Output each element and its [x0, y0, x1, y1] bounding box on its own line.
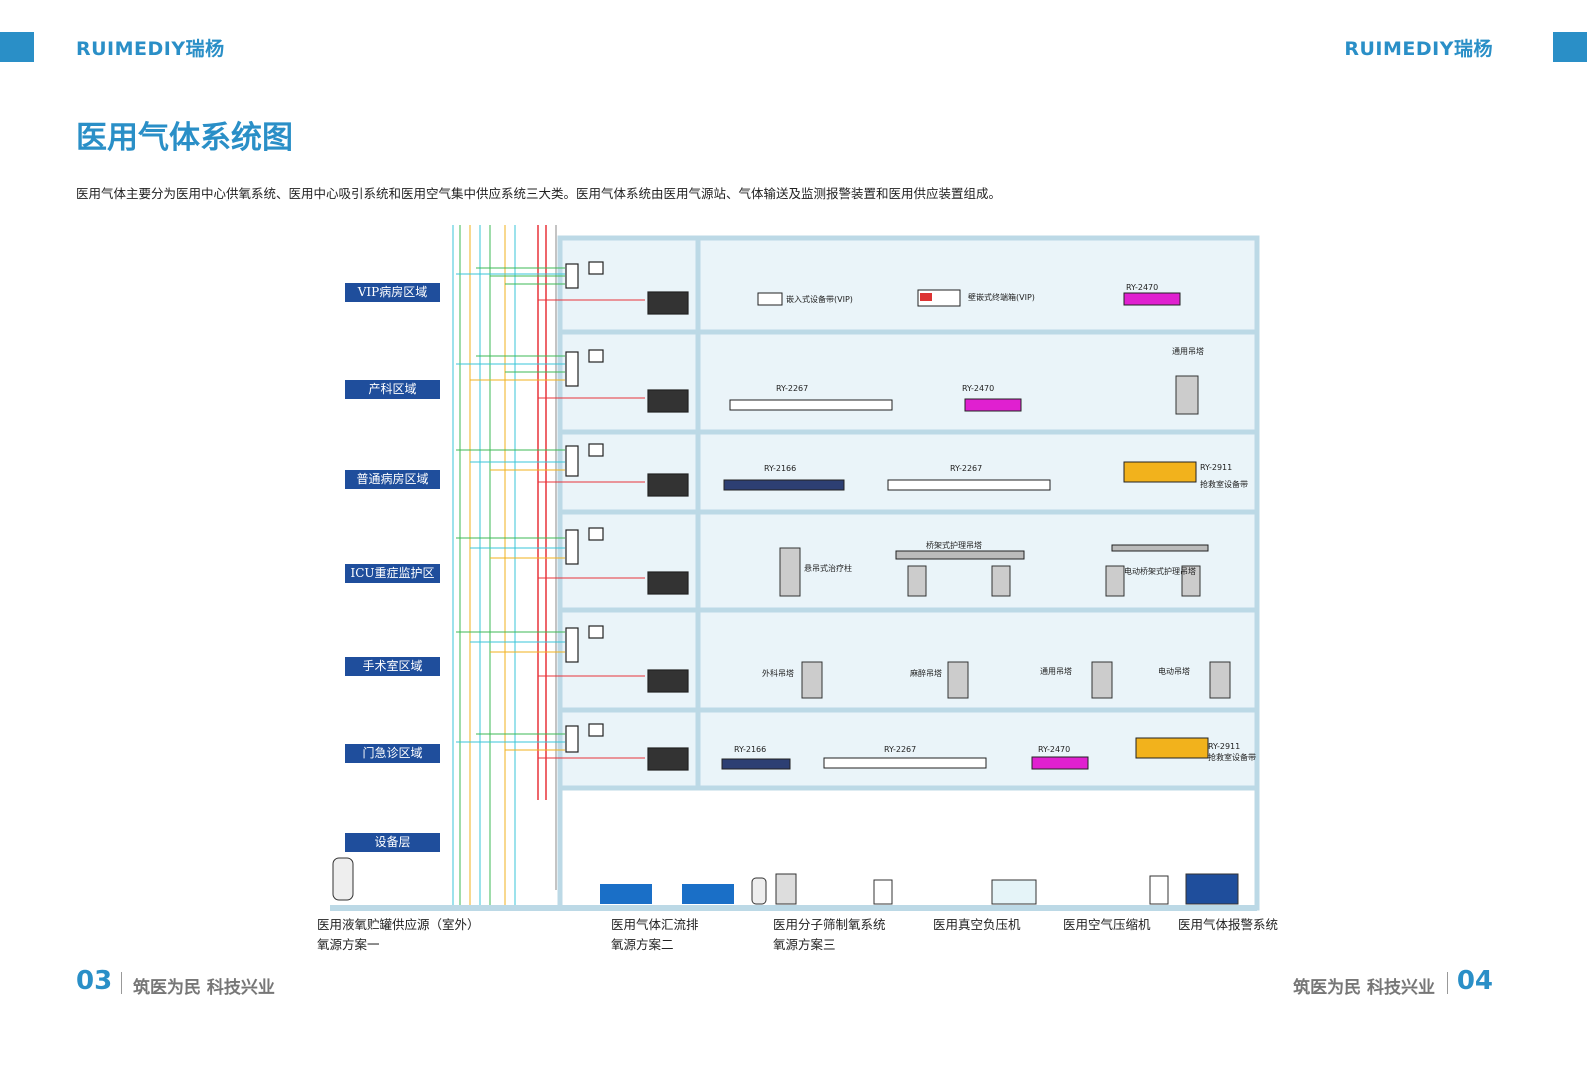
region-label-vip: VIP病房区域 [345, 283, 440, 302]
corner-accent-left [0, 32, 34, 62]
page-number-left: 03 [76, 966, 113, 996]
label-ry2911: RY-2911 [1208, 742, 1240, 751]
source-equipment [332, 857, 1239, 905]
page-number-right: 04 [1456, 966, 1493, 996]
riser-pipes [452, 225, 557, 905]
footer-divider-right [1447, 972, 1448, 994]
footer-slogan-right: 筑医为民 科技兴业 [1293, 978, 1435, 998]
equipment-labels: 嵌入式设备带(VIP) 壁嵌式终端箱(VIP) RY-2470 通用吊塔 RY-… [734, 283, 1256, 762]
label-electric-pendant: 电动吊塔 [1158, 666, 1190, 676]
label-ry2267: RY-2267 [884, 745, 916, 754]
label-ry2166: RY-2166 [764, 464, 796, 473]
page-title: 医用气体系统图 [76, 120, 293, 156]
label-surgical-pendant: 外科吊塔 [762, 668, 794, 678]
corner-accent-right [1553, 32, 1587, 62]
source-label-oxygen-generator: 医用分子筛制氧系统氧源方案三 [773, 917, 886, 952]
label-suspended-column: 悬吊式治疗柱 [804, 563, 852, 573]
label-rescue-band: 抢救室设备带 [1200, 479, 1248, 489]
region-label-emergency: 门急诊区域 [345, 744, 440, 763]
region-label-operating-room: 手术室区域 [345, 657, 440, 676]
label-general-pendant: 通用吊塔 [1040, 666, 1072, 676]
source-label-liquid-oxygen: 医用液氧贮罐供应源（室外）氧源方案一 [317, 917, 480, 952]
source-label-air-compressor: 医用空气压缩机 [1063, 917, 1151, 932]
pendants [779, 375, 1231, 699]
label-ry2470: RY-2470 [1038, 745, 1070, 754]
label-general-pendant: 通用吊塔 [1172, 346, 1204, 356]
bed-head-units [721, 289, 1209, 770]
label-ry2470: RY-2470 [1126, 283, 1158, 292]
label-vip-wall-box: 壁嵌式终端箱(VIP) [968, 292, 1035, 302]
label-vip-embedded: 嵌入式设备带(VIP) [786, 294, 853, 304]
page-description: 医用气体主要分为医用中心供氧系统、医用中心吸引系统和医用空气集中供应系统三大类。… [76, 186, 1002, 201]
label-anesthesia-pendant: 麻醉吊塔 [910, 668, 942, 678]
region-label-general-ward: 普通病房区域 [345, 470, 440, 489]
source-label-manifold: 医用气体汇流排氧源方案二 [611, 917, 699, 952]
region-label-equipment-floor: 设备层 [345, 833, 440, 852]
label-ry2470: RY-2470 [962, 384, 994, 393]
brand-logo-right: RUIMEDIY瑞杨 [1344, 38, 1493, 60]
footer-divider-left [121, 972, 122, 994]
region-label-obstetrics: 产科区域 [345, 380, 440, 399]
label-rescue-band: 抢救室设备带 [1208, 752, 1256, 762]
label-ry2267: RY-2267 [776, 384, 808, 393]
region-label-icu: ICU重症监护区域 [345, 564, 440, 599]
label-electric-bridge-pendant: 电动桥架式护理吊塔 [1124, 566, 1196, 576]
label-ry2166: RY-2166 [734, 745, 766, 754]
floor-branches [456, 267, 645, 759]
footer-slogan-left: 筑医为民 科技兴业 [133, 978, 275, 998]
label-ry2267: RY-2267 [950, 464, 982, 473]
source-label-alarm-system: 医用气体报警系统 [1178, 917, 1279, 932]
brand-logo-left: RUIMEDIY瑞杨 [76, 38, 225, 60]
label-bridge-pendant: 桥架式护理吊塔 [926, 540, 982, 550]
label-ry2911: RY-2911 [1200, 463, 1232, 472]
valve-boxes [565, 261, 689, 771]
source-label-vacuum-pump: 医用真空负压机 [933, 917, 1021, 932]
